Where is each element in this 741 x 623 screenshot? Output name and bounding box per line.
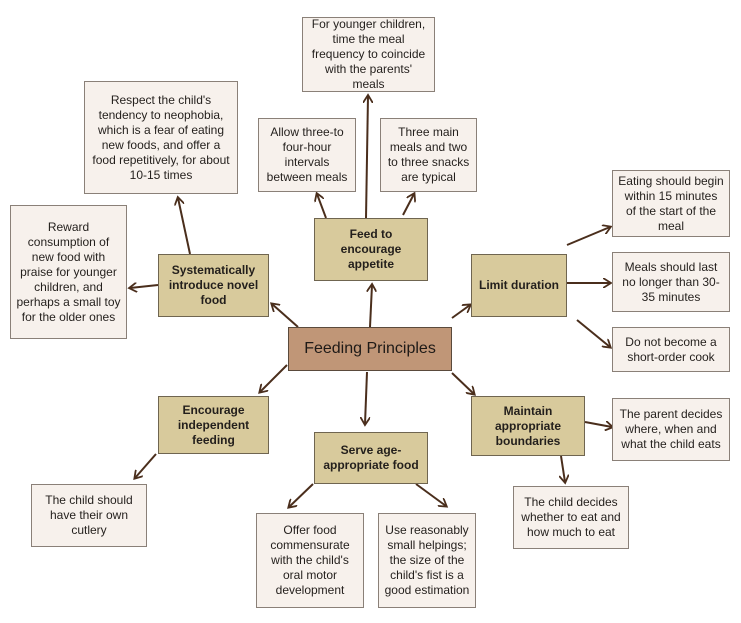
small-helpings-text: Use reasonably small helpings; the size …	[384, 523, 470, 597]
short-order-cook-text: Do not become a short-order cook	[625, 334, 717, 364]
reward-consumption-note: Reward consumption of new food with prai…	[10, 205, 127, 339]
arrow-limit-to-eating-begin	[566, 227, 610, 246]
arrow-serve-to-oral-motor	[289, 483, 314, 507]
arrow-center-to-independent	[260, 364, 288, 392]
arrow-systematically-to-neophobia	[178, 198, 191, 255]
systematically-introduce-novel-food-node: Systematically introduce novel food	[158, 254, 269, 317]
limit-duration-node: Limit duration	[471, 254, 567, 317]
maintain-appropriate-boundaries-node: Maintain appropriate boundaries	[471, 396, 585, 456]
arrow-center-to-feed	[370, 285, 372, 328]
arrow-feed-to-meal-frequency	[366, 96, 368, 219]
arrow-feed-to-three-hour	[317, 194, 327, 219]
arrow-systematically-to-reward	[130, 285, 159, 288]
arrow-center-to-limit	[451, 305, 470, 319]
oral-motor-text: Offer food commensurate with the child's…	[270, 523, 350, 597]
feeding-principles-node: Feeding Principles	[288, 327, 452, 371]
neophobia-note: Respect the child's tendency to neophobi…	[84, 81, 238, 194]
three-main-meals-note: Three main meals and two to three snacks…	[380, 118, 477, 192]
short-order-cook-note: Do not become a short-order cook	[612, 327, 730, 372]
arrow-center-to-systematically	[272, 304, 299, 328]
arrow-center-to-serve	[365, 371, 367, 424]
parent-decides-text: The parent decides where, when and what …	[619, 407, 723, 451]
eating-begin-note: Eating should begin within 15 minutes of…	[612, 170, 730, 237]
arrow-limit-to-short-order	[576, 319, 610, 347]
encourage-independent-feeding-label: Encourage independent feeding	[177, 402, 250, 447]
encourage-independent-feeding-node: Encourage independent feeding	[158, 396, 269, 454]
three-main-meals-text: Three main meals and two to three snacks…	[387, 125, 470, 184]
maintain-appropriate-boundaries-label: Maintain appropriate boundaries	[494, 403, 561, 448]
three-to-four-hour-note: Allow three-to four-hour intervals betwe…	[258, 118, 356, 192]
small-helpings-note: Use reasonably small helpings; the size …	[378, 513, 476, 608]
serve-age-appropriate-food-label: Serve age-appropriate food	[323, 443, 419, 472]
serve-age-appropriate-food-node: Serve age-appropriate food	[314, 432, 428, 484]
arrow-serve-to-helpings	[415, 483, 446, 506]
meals-last-text: Meals should last no longer than 30-35 m…	[622, 259, 720, 304]
arrow-boundaries-to-parent	[584, 422, 612, 427]
meal-frequency-note: For younger children, time the meal freq…	[302, 17, 435, 92]
three-to-four-hour-text: Allow three-to four-hour intervals betwe…	[266, 125, 348, 184]
feed-to-encourage-appetite-node: Feed to encourage appetite	[314, 218, 428, 281]
own-cutlery-note: The child should have their own cutlery	[31, 484, 147, 547]
parent-decides-note: The parent decides where, when and what …	[612, 398, 730, 461]
arrow-independent-to-cutlery	[135, 453, 157, 478]
meals-last-note: Meals should last no longer than 30-35 m…	[612, 252, 730, 312]
arrow-feed-to-three-meals	[402, 194, 414, 216]
arrow-boundaries-to-child	[561, 455, 565, 482]
child-decides-text: The child decides whether to eat and how…	[521, 495, 621, 539]
neophobia-text: Respect the child's tendency to neophobi…	[92, 92, 230, 182]
feed-to-encourage-appetite-label: Feed to encourage appetite	[340, 227, 402, 271]
limit-duration-label: Limit duration	[479, 278, 559, 292]
feeding-principles-label: Feeding Principles	[304, 340, 436, 357]
meal-frequency-text: For younger children, time the meal freq…	[311, 17, 426, 91]
arrow-center-to-boundaries	[451, 372, 474, 394]
oral-motor-note: Offer food commensurate with the child's…	[256, 513, 364, 608]
reward-consumption-text: Reward consumption of new food with prai…	[16, 219, 121, 324]
systematically-introduce-novel-food-label: Systematically introduce novel food	[168, 263, 259, 307]
eating-begin-text: Eating should begin within 15 minutes of…	[618, 173, 724, 233]
child-decides-note: The child decides whether to eat and how…	[513, 486, 629, 549]
own-cutlery-text: The child should have their own cutlery	[45, 493, 133, 537]
